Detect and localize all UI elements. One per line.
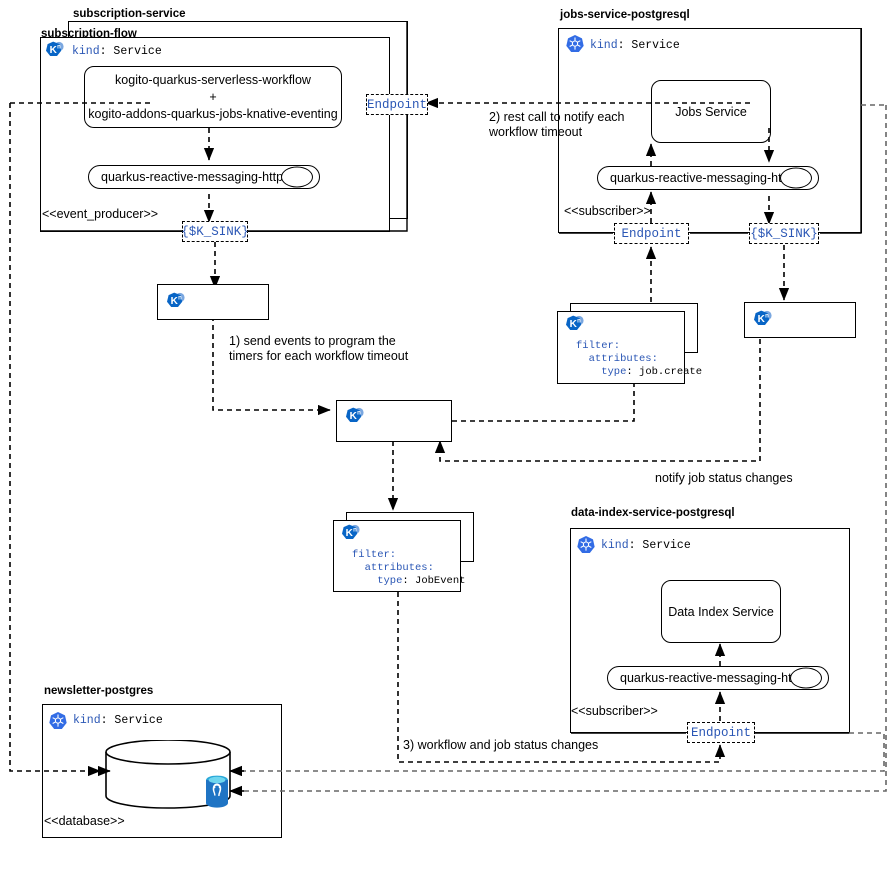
note-4: notify job status changes: [655, 471, 793, 485]
component-label: Data Index Service: [668, 604, 774, 619]
interface-circle-icon: [780, 167, 812, 189]
knative-icon: K n: [566, 315, 584, 330]
svg-text:n: n: [178, 296, 182, 302]
group-title-data-index: data-index-service-postgresql: [571, 507, 735, 519]
knative-icon: K n: [754, 310, 772, 325]
component-line-2: +: [209, 89, 217, 104]
port-ksink-jobs-service[interactable]: {$K_SINK}: [749, 223, 819, 244]
filter-line-1: filter:: [576, 340, 621, 352]
svg-text:n: n: [577, 319, 581, 325]
svg-text:n: n: [57, 45, 61, 51]
svg-text:K: K: [50, 45, 58, 56]
extension-label: quarkus-reactive-messaging-http: [101, 170, 284, 184]
kind-value: : Service: [617, 39, 680, 52]
extension-quarkus-reactive-messaging-http-flow[interactable]: quarkus-reactive-messaging-http: [88, 165, 320, 189]
svg-text:K: K: [171, 296, 179, 307]
group-title-subscription-service: subscription-service: [73, 8, 186, 20]
interface-circle-icon: [281, 166, 313, 188]
filter-line-2: attributes:: [352, 562, 434, 574]
kubernetes-icon: [577, 536, 595, 553]
kind-key: kind: [590, 39, 618, 52]
filter-line-3-key: type: [352, 575, 403, 587]
group-title-newsletter-postgres: newsletter-postgres: [44, 685, 154, 697]
kubernetes-icon: [49, 712, 67, 729]
filter-line-3-key: type: [576, 366, 627, 378]
svg-text:K: K: [350, 411, 358, 422]
postgres-icon: [206, 775, 228, 808]
kind-label-data-index: kind: Service: [601, 539, 691, 552]
filter-line-3-val: : JobEvent: [402, 575, 466, 587]
knative-icon: K n: [46, 41, 64, 56]
note-2-line-1: 2) rest call to notify each: [489, 110, 625, 124]
svg-text:n: n: [765, 314, 769, 320]
svg-text:n: n: [353, 528, 357, 534]
kind-label-newsletter-postgres: kind: Service: [73, 714, 163, 727]
component-line-1: kogito-quarkus-serverless-workflow: [115, 72, 311, 87]
database-cylinder-icon: [105, 740, 231, 809]
svg-text:n: n: [357, 411, 361, 417]
port-endpoint-jobs-service[interactable]: Endpoint: [614, 223, 689, 244]
kind-label-jobs-service: kind: Service: [590, 39, 680, 52]
note-1-line-1: 1) send events to program the: [229, 334, 396, 348]
extension-label: quarkus-reactive-messaging-http: [610, 171, 793, 185]
extension-label: quarkus-reactive-messaging-http: [620, 671, 803, 685]
component-label: Jobs Service: [675, 104, 747, 119]
stereotype-database: <<database>>: [44, 814, 125, 828]
stereotype-subscriber-jobs: <<subscriber>>: [564, 204, 651, 218]
knative-icon: K n: [342, 524, 360, 539]
trigger-filter-job-create: filter: attributes: type: job.create: [576, 340, 702, 379]
note-1-line-2: timers for each workflow timeout: [229, 349, 409, 363]
filter-line-1: filter:: [352, 549, 397, 561]
interface-circle-icon: [790, 667, 822, 689]
svg-text:K: K: [758, 314, 766, 325]
kind-value: : Service: [100, 714, 163, 727]
component-data-index-service[interactable]: Data Index Service: [661, 580, 781, 643]
note-2-line-2: workflow timeout: [489, 125, 583, 139]
kind-value: : Service: [628, 539, 691, 552]
kind-key: kind: [73, 714, 101, 727]
kind-label-subscription-flow: kind: Service: [72, 45, 162, 58]
port-endpoint-data-index[interactable]: Endpoint: [687, 722, 755, 743]
component-jobs-service[interactable]: Jobs Service: [651, 80, 771, 143]
port-ksink-subscription-flow[interactable]: {$K_SINK}: [181, 221, 249, 242]
kind-key: kind: [72, 45, 100, 58]
trigger-filter-jobevent: filter: attributes: type: JobEvent: [352, 549, 465, 588]
component-subscription-flow[interactable]: kogito-quarkus-serverless-workflow + kog…: [84, 66, 342, 128]
note-1: 1) send events to program the timers for…: [229, 334, 408, 364]
extension-quarkus-reactive-messaging-http-jobs[interactable]: quarkus-reactive-messaging-http: [597, 166, 819, 190]
extension-quarkus-reactive-messaging-http-dataindex[interactable]: quarkus-reactive-messaging-http: [607, 666, 829, 690]
svg-text:K: K: [570, 319, 578, 330]
kubernetes-icon: [566, 35, 584, 52]
filter-line-2: attributes:: [576, 353, 658, 365]
kind-value: : Service: [99, 45, 162, 58]
knative-icon: K n: [167, 292, 185, 307]
stereotype-event-producer: <<event_producer>>: [42, 207, 159, 221]
knative-icon: K n: [346, 407, 364, 422]
note-2: 2) rest call to notify each workflow tim…: [489, 110, 624, 140]
component-line-3: kogito-addons-quarkus-jobs-knative-event…: [88, 106, 338, 121]
group-title-jobs-service: jobs-service-postgresql: [560, 9, 690, 21]
kind-key: kind: [601, 539, 629, 552]
stereotype-subscriber-dataindex: <<subscriber>>: [571, 704, 658, 718]
filter-line-3-val: : job.create: [626, 366, 703, 378]
note-3: 3) workflow and job status changes: [403, 738, 599, 752]
svg-text:K: K: [346, 528, 354, 539]
